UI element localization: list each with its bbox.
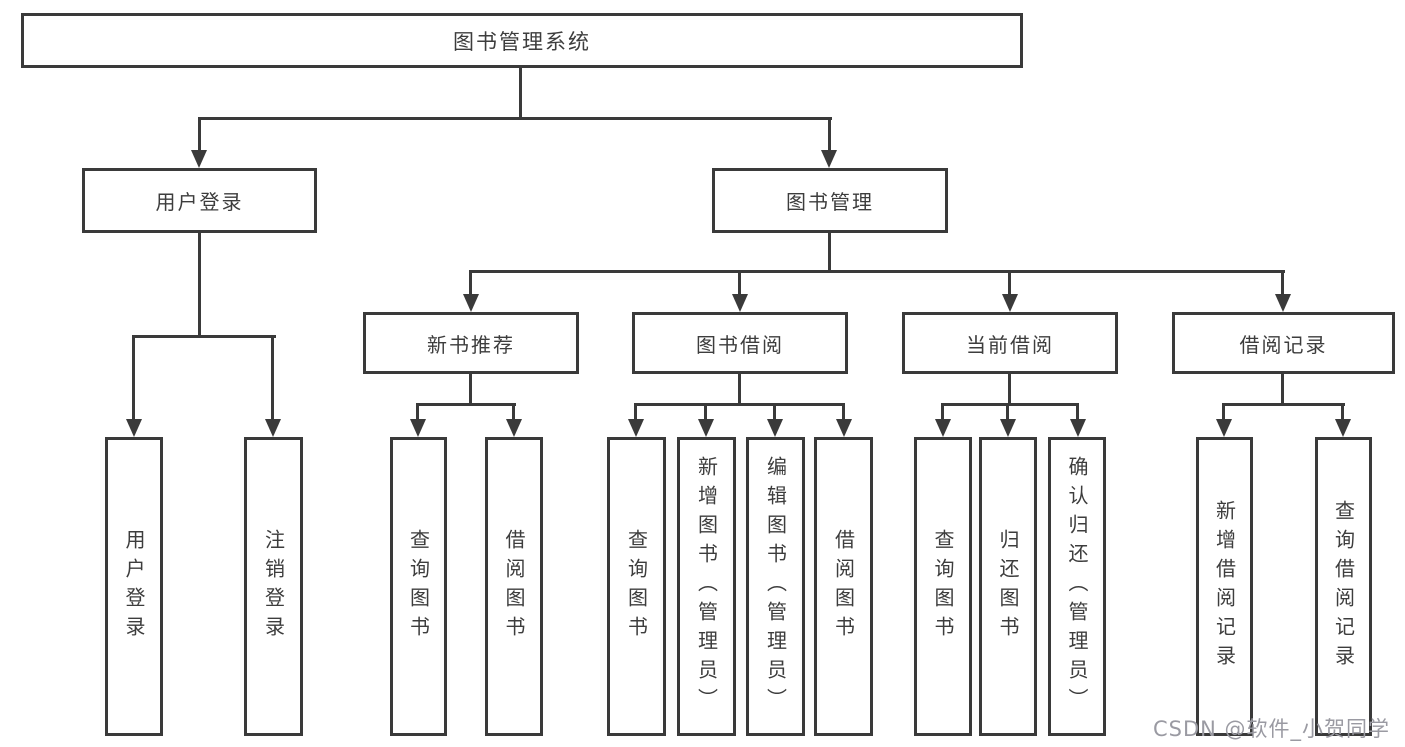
- edge-shaft-rec-add: [1222, 403, 1225, 421]
- arrow-to-rec-add: [1216, 419, 1232, 437]
- edge-shaft-cb-confirm: [1076, 403, 1079, 421]
- node-cb-query-book: 查询图书: [914, 437, 972, 736]
- edge-current-borrow-branch: [941, 403, 1079, 406]
- node-borrow-records: 借阅记录: [1172, 312, 1395, 374]
- arrow-to-cb-return: [1000, 419, 1016, 437]
- edge-borrow-records-branch: [1222, 403, 1345, 406]
- edge-shaft-borrow-records: [1281, 270, 1284, 296]
- node-new-book-recommend: 新书推荐: [363, 312, 579, 374]
- arrow-to-user-login: [191, 150, 207, 168]
- edge-borrow-records-stem: [1281, 374, 1284, 405]
- edge-book-management-branch: [469, 270, 1285, 273]
- edge-shaft-nb-query: [416, 403, 419, 421]
- edge-current-borrow-stem: [1008, 374, 1011, 405]
- edge-shaft-book-borrow: [738, 270, 741, 296]
- edge-shaft-user-login-leaf: [132, 335, 135, 421]
- edge-root-stem: [519, 66, 522, 119]
- node-rec-add-record: 新增借阅记录: [1196, 437, 1253, 736]
- edge-new-book-branch: [416, 403, 516, 406]
- edge-shaft-nb-borrow: [512, 403, 515, 421]
- arrow-to-cb-query: [935, 419, 951, 437]
- edge-shaft-rec-query: [1341, 403, 1344, 421]
- node-bb-query-book: 查询图书: [607, 437, 666, 736]
- node-bb-add-book-admin: 新增图书（管理员）: [677, 437, 736, 736]
- arrow-to-bb-query: [628, 419, 644, 437]
- edge-new-book-stem: [469, 374, 472, 405]
- edge-shaft-cb-query: [941, 403, 944, 421]
- node-bb-edit-book-admin: 编辑图书（管理员）: [746, 437, 805, 736]
- edge-shaft-user-login: [198, 117, 201, 153]
- edge-shaft-cb-return: [1006, 403, 1009, 421]
- node-nb-borrow-book: 借阅图书: [485, 437, 543, 736]
- edge-shaft-book-management: [828, 117, 831, 153]
- node-bb-borrow-book: 借阅图书: [814, 437, 873, 736]
- arrow-to-nb-borrow: [506, 419, 522, 437]
- edge-book-borrow-branch: [634, 403, 845, 406]
- edge-shaft-bb-edit: [773, 403, 776, 421]
- node-current-borrow: 当前借阅: [902, 312, 1118, 374]
- node-nb-query-book: 查询图书: [390, 437, 447, 736]
- node-book-borrow: 图书借阅: [632, 312, 848, 374]
- arrow-to-nb-query: [410, 419, 426, 437]
- arrow-to-book-management: [821, 150, 837, 168]
- edge-book-borrow-stem: [738, 374, 741, 405]
- arrow-to-bb-add: [698, 419, 714, 437]
- arrow-to-cb-confirm: [1070, 419, 1086, 437]
- node-rec-query-record: 查询借阅记录: [1315, 437, 1372, 736]
- arrow-to-borrow-records: [1275, 294, 1291, 312]
- arrow-to-bb-edit: [767, 419, 783, 437]
- arrow-to-book-borrow: [732, 294, 748, 312]
- edge-shaft-current-borrow: [1008, 270, 1011, 296]
- edge-shaft-bb-query: [634, 403, 637, 421]
- edge-book-management-stem: [828, 233, 831, 272]
- node-cb-confirm-return-admin: 确认归还（管理员）: [1048, 437, 1106, 736]
- arrow-to-new-book: [463, 294, 479, 312]
- node-user-login: 用户登录: [82, 168, 317, 233]
- node-book-management: 图书管理: [712, 168, 948, 233]
- node-user-login-leaf: 用户登录: [105, 437, 163, 736]
- edge-shaft-bb-add: [704, 403, 707, 421]
- arrow-to-rec-query: [1335, 419, 1351, 437]
- edge-user-login-stem: [198, 233, 201, 337]
- csdn-watermark: CSDN @软件_小贺同学: [1153, 717, 1391, 741]
- node-library-management-system: 图书管理系统: [21, 13, 1023, 68]
- arrow-to-user-login-leaf: [126, 419, 142, 437]
- arrow-to-bb-borrow: [836, 419, 852, 437]
- edge-root-branch: [198, 117, 832, 120]
- edge-user-login-branch: [132, 335, 276, 338]
- node-cb-return-book: 归还图书: [979, 437, 1037, 736]
- arrow-to-logout: [265, 419, 281, 437]
- edge-shaft-bb-borrow: [842, 403, 845, 421]
- edge-shaft-new-book: [469, 270, 472, 296]
- node-logout: 注销登录: [244, 437, 303, 736]
- arrow-to-current-borrow: [1002, 294, 1018, 312]
- edge-shaft-logout: [271, 335, 274, 421]
